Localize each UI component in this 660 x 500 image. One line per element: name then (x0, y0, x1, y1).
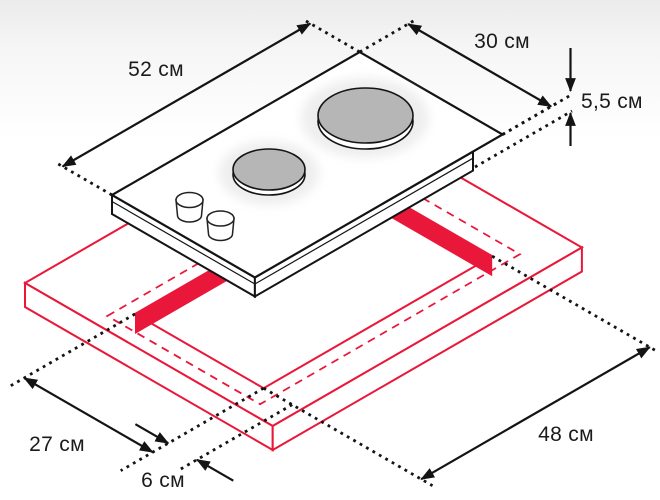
dimensions: 52 см 30 см 5,5 см 27 см (8, 17, 656, 492)
dimension-label-cutout-depth: 27 см (29, 433, 85, 456)
dimension-cutout-width: 48 см (262, 254, 656, 487)
knob-2-top (206, 210, 235, 227)
extension-line (120, 386, 265, 472)
extension-line (8, 312, 136, 388)
extension-line (358, 18, 416, 54)
dimension-arrow (407, 23, 553, 108)
extension-line (491, 254, 656, 352)
burner-large-plate (317, 87, 414, 144)
burner-small (219, 141, 319, 205)
dimension-arrow (420, 346, 651, 481)
dimension-arrow (134, 423, 170, 445)
dimension-hob-height: 5,5 см (474, 48, 643, 169)
extension-line (501, 93, 573, 136)
dimension-front-clearance: 6 см (134, 403, 293, 492)
burner-small-plate (232, 148, 306, 191)
knob-1-top (175, 191, 204, 209)
dimension-arrow (61, 22, 312, 168)
dimension-label-hob-width: 52 см (128, 58, 184, 81)
control-knob-2 (206, 210, 235, 242)
control-knob-1 (175, 191, 204, 223)
dimension-hob-width: 52 см (54, 17, 361, 197)
dimension-label-front-clearance: 6 см (141, 469, 185, 492)
dimension-cutout-depth: 27 см (8, 312, 265, 472)
dimension-arrow (195, 458, 234, 482)
dimension-arrow (23, 377, 154, 454)
dimension-label-cutout-width: 48 см (538, 423, 594, 446)
burner-large (301, 78, 429, 158)
hob-front-right-bevel (254, 157, 474, 285)
extension-line (262, 386, 434, 487)
dimension-label-hob-height: 5,5 см (581, 90, 643, 113)
hob-front-left-bevel (111, 200, 256, 285)
dimension-label-hob-depth: 30 см (474, 30, 530, 53)
